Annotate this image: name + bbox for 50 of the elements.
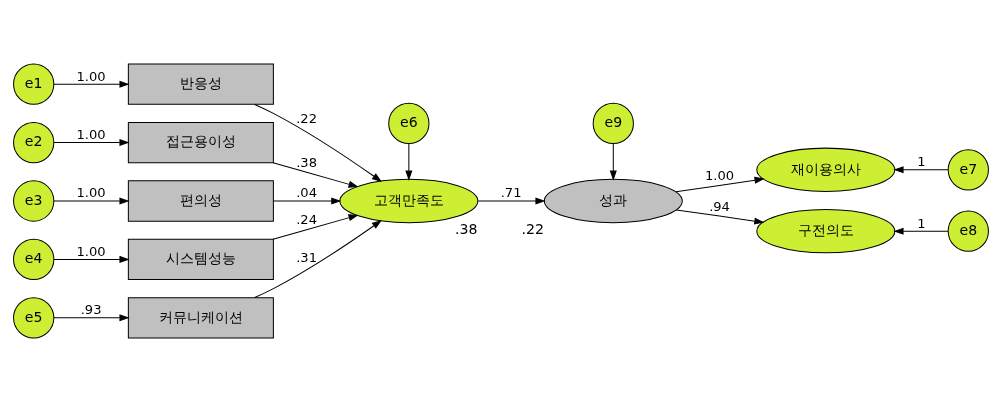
- node-box: 반응성: [127, 63, 274, 105]
- node-circle: e4: [13, 238, 55, 280]
- node-ellipse: 구전의도: [756, 208, 896, 253]
- edge-label: .71: [500, 184, 522, 200]
- node-circle: e6: [388, 102, 430, 144]
- edge-label: .31: [296, 249, 318, 265]
- edge-label: .24: [296, 211, 318, 227]
- edge-label: .22: [296, 110, 318, 126]
- node-circle: e8: [947, 210, 989, 252]
- arrow: [53, 255, 130, 263]
- edge-label: .94: [709, 198, 730, 214]
- edge-label: 1.00: [76, 126, 106, 142]
- node-circle: e2: [13, 121, 55, 163]
- edge-label: 1.00: [76, 68, 106, 84]
- arrow: [477, 196, 546, 205]
- node-ellipse: 성과: [543, 178, 683, 223]
- edge-label: 1: [917, 153, 926, 169]
- node-label: .38: [455, 220, 478, 237]
- edge-label: 1.00: [704, 167, 735, 183]
- edge-label: 1.00: [76, 243, 106, 259]
- edge-label: 1: [917, 215, 926, 231]
- arrow: [272, 161, 359, 188]
- node-box: 편의성: [127, 179, 274, 222]
- node-box: 접근용이성: [127, 121, 274, 163]
- edge-label: .93: [80, 301, 102, 317]
- edge-label: .38: [296, 154, 318, 170]
- arrow: [405, 142, 413, 181]
- arrow: [893, 227, 949, 235]
- arrow: [254, 219, 382, 298]
- arrow: [53, 80, 130, 88]
- arrow: [273, 196, 342, 205]
- arrow: [53, 196, 130, 205]
- arrow: [254, 103, 382, 182]
- edge-label: .04: [296, 184, 318, 200]
- arrow: [609, 142, 617, 181]
- arrow: [272, 213, 359, 240]
- node-circle: e9: [592, 102, 634, 144]
- arrow: [675, 208, 765, 225]
- node-circle: e7: [947, 148, 989, 190]
- node-circle: e1: [13, 63, 55, 105]
- node-circle: e5: [13, 296, 55, 338]
- edge-label: 1.00: [76, 184, 106, 200]
- arrow: [893, 165, 949, 173]
- arrow: [53, 138, 130, 146]
- node-box: 시스템성능: [127, 238, 274, 280]
- node-circle: e3: [13, 179, 55, 222]
- arrow: [53, 313, 130, 321]
- node-box: 커뮤니케이션: [127, 296, 274, 338]
- arrow: [675, 176, 765, 192]
- node-label: .22: [521, 220, 544, 237]
